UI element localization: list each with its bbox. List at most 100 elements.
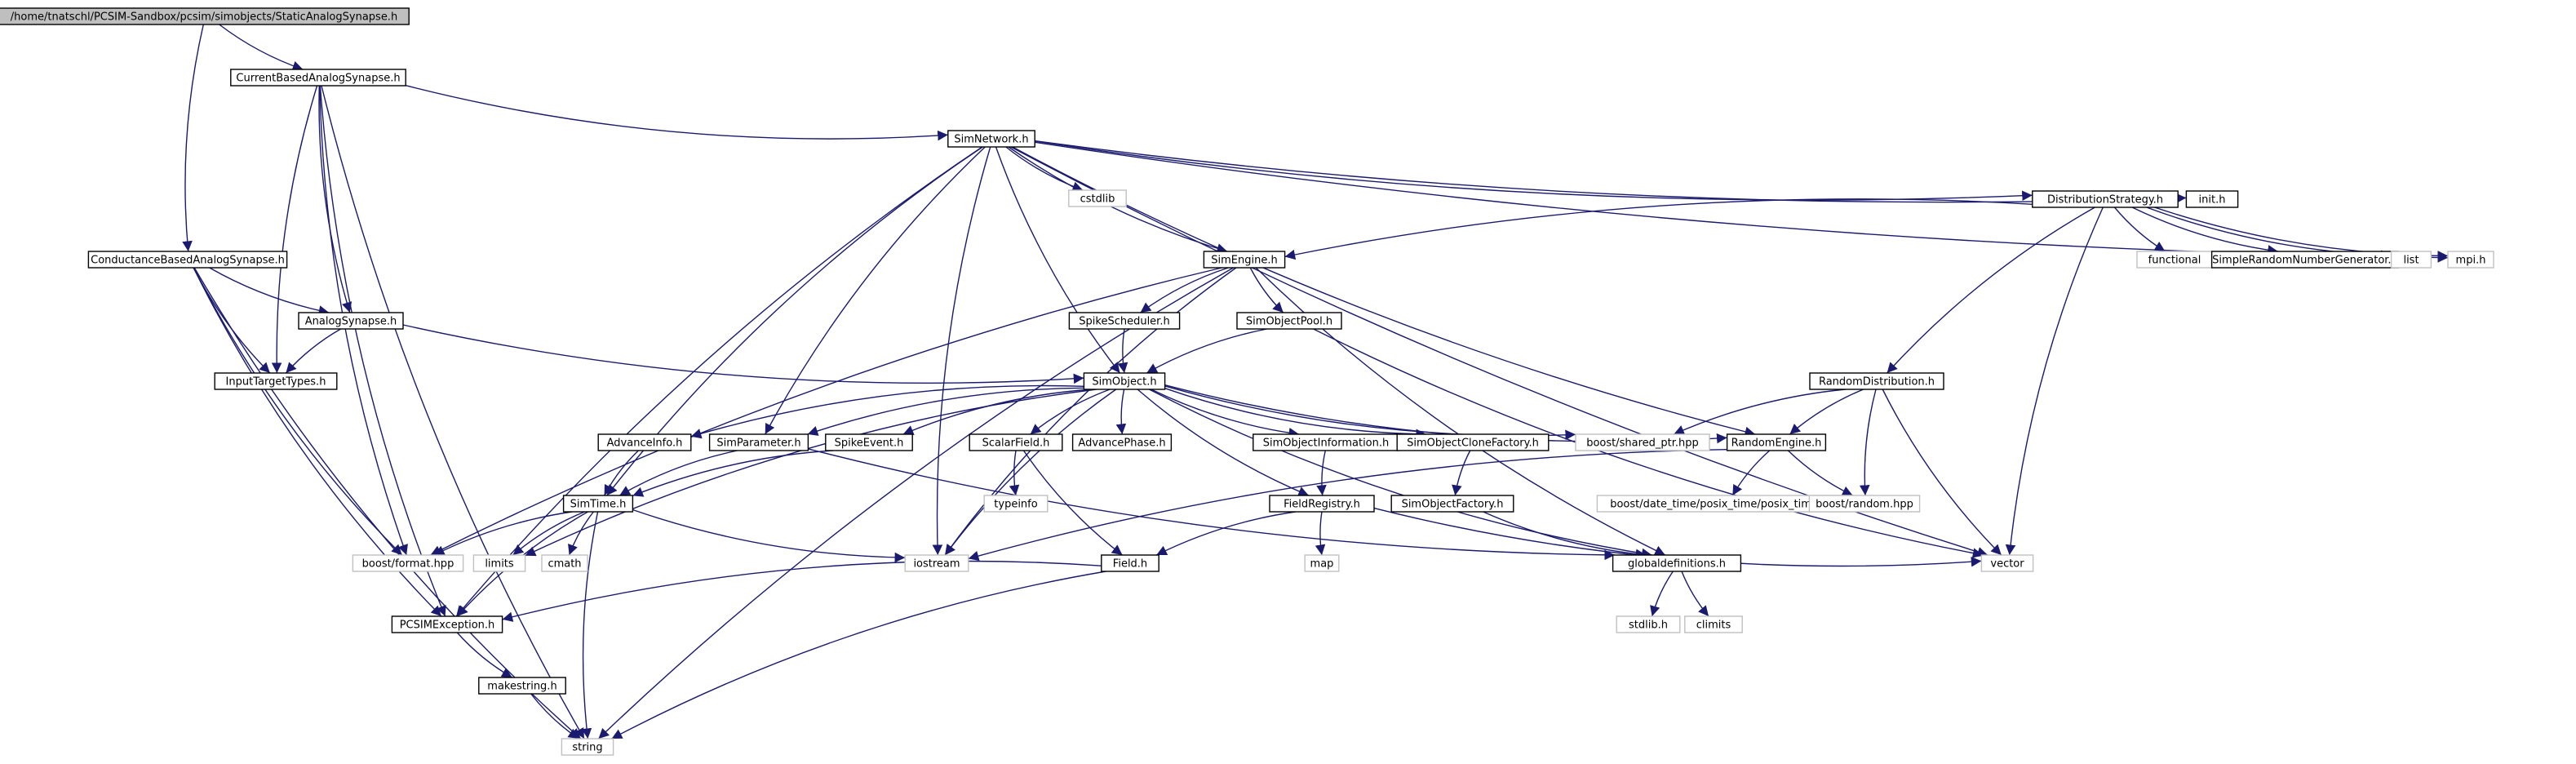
- node-scalarfield[interactable]: ScalarField.h: [969, 433, 1063, 451]
- node-label: PCSIMException.h: [400, 620, 495, 632]
- node-sharedptr: boost/shared_ptr.hpp: [1575, 433, 1710, 451]
- node-simnet[interactable]: SimNetwork.h: [947, 130, 1035, 148]
- node-spikeevent[interactable]: SpikeEvent.h: [825, 433, 913, 451]
- node-label: AdvancePhase.h: [1078, 438, 1165, 450]
- edge-simnet-to-vector: [1010, 146, 1989, 557]
- node-boostformat: boost/format.hpp: [352, 554, 464, 572]
- edge-simtime-to-iostream: [632, 509, 906, 563]
- node-cmath: cmath: [541, 554, 588, 572]
- node-box: [1071, 433, 1173, 451]
- edge-scalarfield-to-fieldh: [1022, 450, 1123, 556]
- node-analog[interactable]: AnalogSynapse.h: [298, 312, 404, 330]
- node-makestring[interactable]: makestring.h: [478, 677, 566, 695]
- edge-simobjinfo-to-fieldreg: [1316, 450, 1327, 496]
- edge-simobject-to-globaldef: [1149, 389, 1652, 559]
- edge-fieldh-to-pcsimexc: [502, 560, 1102, 622]
- node-label: boost/random.hpp: [1816, 499, 1913, 511]
- node-box: [1304, 554, 1340, 572]
- edge-globaldef-to-stdlib: [1650, 571, 1674, 617]
- node-label: SimObjectCloneFactory.h: [1407, 438, 1539, 450]
- node-spikesched[interactable]: SpikeScheduler.h: [1068, 312, 1181, 330]
- node-randdist[interactable]: RandomDistribution.h: [1809, 372, 1944, 390]
- node-box: [1269, 495, 1375, 513]
- edge-spikeevent-to-simtime: [632, 450, 833, 497]
- edge-pcsimexc-to-makestring: [456, 632, 513, 678]
- node-label: mpi.h: [2456, 255, 2486, 267]
- node-cbas[interactable]: CurrentBasedAnalogSynapse.h: [230, 69, 406, 87]
- node-simobjclone[interactable]: SimObjectCloneFactory.h: [1396, 433, 1550, 451]
- edge-simobjclone-to-simobjfactory: [1452, 450, 1471, 496]
- node-map: map: [1304, 554, 1340, 572]
- node-box: [214, 372, 338, 390]
- node-stdlib: stdlib.h: [1616, 615, 1681, 633]
- edge-dist-to-functional: [2113, 207, 2166, 252]
- edge-advinfo-to-simtime: [603, 450, 639, 496]
- node-simtime[interactable]: SimTime.h: [562, 495, 634, 513]
- edge-simtime-to-string: [581, 511, 599, 740]
- edge-analog-to-inputtarget: [285, 328, 341, 374]
- node-fieldreg[interactable]: FieldRegistry.h: [1269, 495, 1375, 513]
- node-box: [87, 251, 288, 269]
- node-label: SimObject.h: [1092, 376, 1156, 389]
- node-label: list: [2403, 255, 2419, 267]
- node-label: boost/date_time/posix_time/posix_time.hp…: [1610, 499, 1842, 511]
- node-simobjfactory[interactable]: SimObjectFactory.h: [1390, 495, 1514, 513]
- node-box: [1068, 189, 1127, 207]
- node-label: boost/shared_ptr.hpp: [1586, 438, 1699, 450]
- node-label: /home/tnatschl/PCSIM-Sandbox/pcsim/simob…: [11, 11, 397, 24]
- edge-cbas-to-analog: [318, 85, 352, 313]
- edge-simobject-to-scalarfield: [1030, 389, 1111, 435]
- node-box: [352, 554, 464, 572]
- node-box: [2185, 190, 2239, 208]
- node-label: InputTargetTypes.h: [226, 376, 326, 389]
- node-box: [969, 433, 1063, 451]
- node-box: [472, 554, 526, 572]
- node-label: makestring.h: [487, 681, 556, 693]
- node-label: vector: [1990, 558, 2024, 571]
- node-pcsimexc[interactable]: PCSIMException.h: [391, 615, 503, 633]
- node-dist[interactable]: DistributionStrategy.h: [2032, 190, 2179, 208]
- node-label: stdlib.h: [1629, 620, 1668, 632]
- edge-dist-to-list: [2146, 207, 2392, 261]
- edge-simobject-to-simobjclone: [1164, 388, 1427, 440]
- edge-analog-to-simobject: [402, 324, 1084, 384]
- node-cbasyn[interactable]: ConductanceBasedAnalogSynapse.h: [87, 251, 288, 269]
- node-inith[interactable]: init.h: [2185, 190, 2239, 208]
- edge-simobject-to-sharedptr: [1164, 385, 1576, 441]
- node-label: SimObjectInformation.h: [1263, 438, 1390, 450]
- node-srng[interactable]: SimpleRandomNumberGenerator.h: [2210, 251, 2400, 269]
- node-simobjpool[interactable]: SimObjectPool.h: [1236, 312, 1342, 330]
- node-label: Field.h: [1113, 558, 1147, 571]
- node-box: [562, 495, 634, 513]
- node-iostream: iostream: [904, 554, 969, 572]
- node-simobject[interactable]: SimObject.h: [1083, 372, 1166, 390]
- node-fieldh[interactable]: Field.h: [1101, 554, 1159, 572]
- node-box: [1684, 615, 1743, 633]
- node-globaldef[interactable]: globaldefinitions.h: [1612, 554, 1742, 572]
- node-simengine[interactable]: SimEngine.h: [1203, 251, 1286, 269]
- edge-scalarfield-to-typeinfo: [1009, 450, 1020, 496]
- edge-randdist-to-boostrandom: [1859, 389, 1877, 496]
- file-nodes: /home/tnatschl/PCSIM-Sandbox/pcsim/simob…: [0, 7, 2494, 756]
- node-box: [904, 554, 969, 572]
- node-box: [1726, 433, 1827, 451]
- edge-simengine-to-iostream: [944, 267, 1237, 556]
- edge-simnet-to-cstdlib: [1005, 146, 1084, 192]
- node-label: FieldRegistry.h: [1284, 499, 1360, 511]
- node-advphase[interactable]: AdvancePhase.h: [1071, 433, 1173, 451]
- edge-cbasyn-to-pcsimexc: [193, 267, 442, 617]
- node-typeinfo: typeinfo: [983, 495, 1049, 513]
- node-randengine[interactable]: RandomEngine.h: [1726, 433, 1827, 451]
- node-box: [561, 738, 614, 756]
- edge-dist-to-randdist: [1887, 207, 2095, 374]
- node-label: CurrentBasedAnalogSynapse.h: [236, 73, 400, 85]
- node-advinfo[interactable]: AdvanceInfo.h: [597, 433, 692, 451]
- node-simparam[interactable]: SimParameter.h: [708, 433, 809, 451]
- node-simobjinfo[interactable]: SimObjectInformation.h: [1253, 433, 1399, 451]
- edge-simparam-to-globaldef: [808, 448, 1616, 561]
- node-box: [391, 615, 503, 633]
- edge-simengine-to-spikesched: [1140, 267, 1229, 313]
- node-inputtarget[interactable]: InputTargetTypes.h: [214, 372, 338, 390]
- node-box: [1203, 251, 1286, 269]
